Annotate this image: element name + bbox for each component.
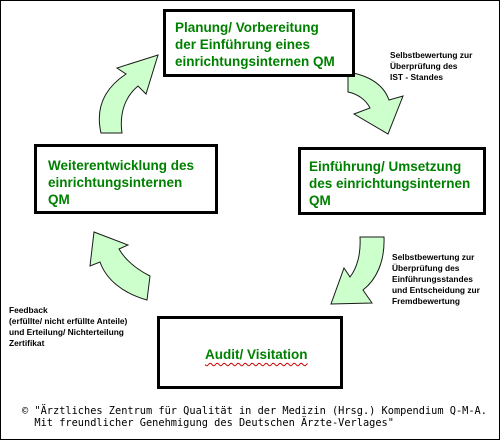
note-feedback: Feedback (erfüllte/ nicht erfüllte Antei… — [9, 305, 128, 348]
node-audit: Audit/ Visitation — [157, 316, 343, 389]
node-development-label: Weiterentwicklung des einrichtungsintern… — [48, 158, 195, 207]
node-planning-label: Planung/ Vorbereitung der Einführung ein… — [175, 20, 335, 69]
node-audit-label: Audit/ Visitation — [205, 347, 308, 362]
node-planning: Planung/ Vorbereitung der Einführung ein… — [163, 9, 355, 77]
node-development: Weiterentwicklung des einrichtungsintern… — [34, 144, 218, 214]
arrow-audit-to-development — [89, 231, 151, 301]
copyright-line-1: © "Ärztliches Zentrum für Qualität in de… — [22, 405, 487, 417]
node-implementation: Einführung/ Umsetzung des einrichtungsin… — [298, 147, 486, 215]
note-self-assessment-implementation: Selbstbewertung zur Überprüfung des Einf… — [392, 252, 480, 306]
arrow-development-to-planning — [98, 54, 159, 134]
arrow-implementation-to-audit — [330, 236, 385, 305]
copyright-notice: © "Ärztliches Zentrum für Qualität in de… — [22, 405, 487, 429]
copyright-line-2: Mit freundlicher Genehmigung des Deutsch… — [22, 417, 394, 429]
node-implementation-label: Einführung/ Umsetzung des einrichtungsin… — [309, 159, 471, 208]
note-self-assessment-actual-state: Selbstbewertung zur Überprüfung des IST … — [390, 50, 473, 82]
arrow-planning-to-implementation — [347, 71, 404, 135]
